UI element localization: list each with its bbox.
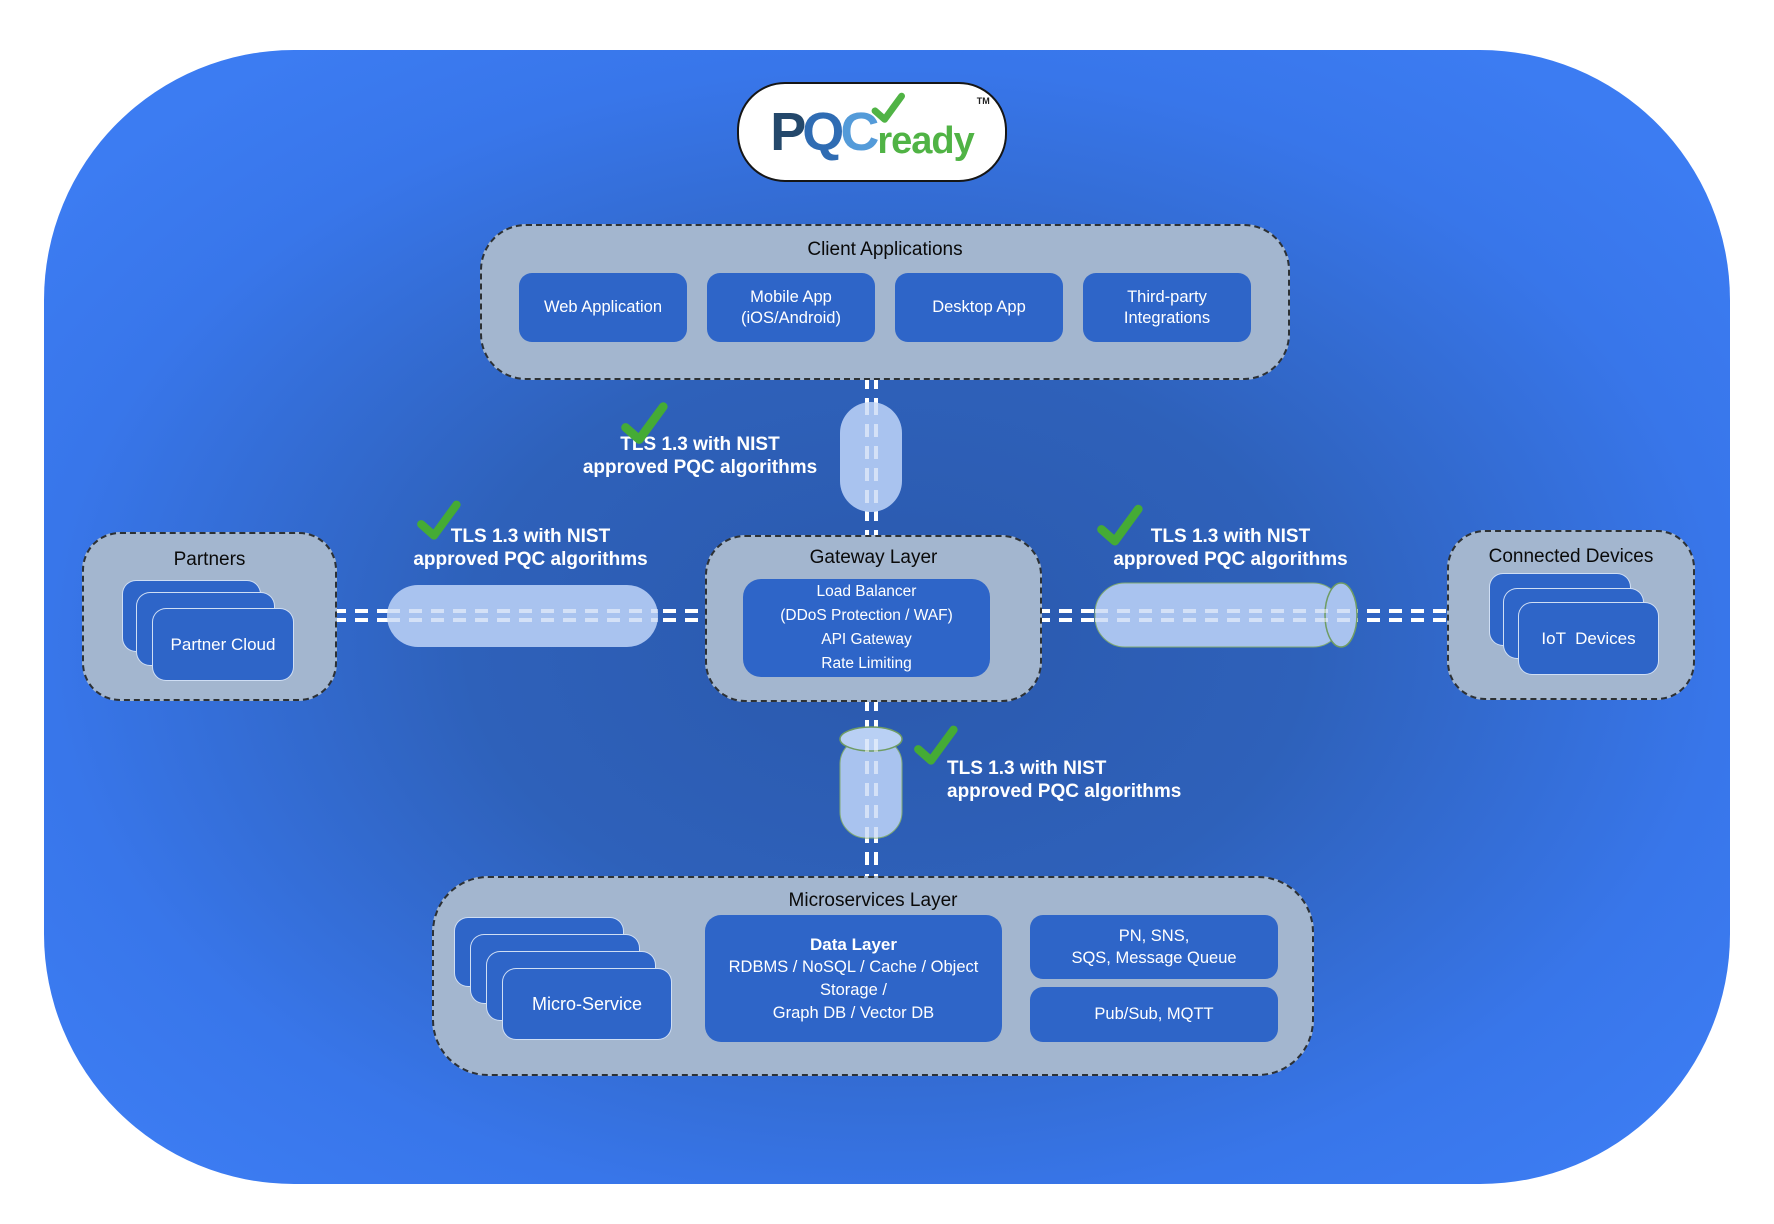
desktop-app-node: Desktop App [895, 273, 1063, 342]
message-queue-node: PN, SNS, SQS, Message Queue [1030, 915, 1278, 979]
tls-label-top: TLS 1.3 with NIST approved PQC algorithm… [575, 402, 825, 479]
microservices-layer-title: Microservices Layer [788, 890, 958, 911]
tls-label-left-line2: approved PQC algorithms [413, 549, 648, 570]
tls-label-bottom-line2: approved PQC algorithms [947, 781, 1182, 802]
logo-letter-c: C [840, 102, 879, 162]
tls-label-right-line1: TLS 1.3 with NIST [1150, 526, 1311, 547]
logo-ready-text: ready [877, 120, 974, 162]
pipe-top-vertical [840, 402, 902, 512]
web-application-node: Web Application [519, 273, 687, 342]
logo-letter-p: P [770, 102, 806, 162]
partner-cloud-node: Partner Cloud [152, 608, 294, 681]
pubsub-mqtt-node: Pub/Sub, MQTT [1030, 987, 1278, 1042]
logo-pill: PQC ready TM [737, 82, 1007, 182]
third-party-integrations-node: Third-party Integrations [1083, 273, 1251, 342]
tls-label-left-line1: TLS 1.3 with NIST [450, 526, 611, 547]
connected-devices-title: Connected Devices [1488, 546, 1654, 567]
logo-letter-q: Q [802, 102, 844, 162]
tls-check-icon-left [417, 500, 461, 540]
client-applications-container: Client Applications Web Application Mobi… [480, 224, 1290, 380]
tls-label-bottom: TLS 1.3 with NIST approved PQC algorithm… [914, 725, 1187, 803]
tls-label-right: TLS 1.3 with NIST approved PQC algorithm… [1097, 504, 1353, 571]
logo-pqc: PQC [770, 102, 879, 162]
partners-title: Partners [173, 549, 246, 570]
data-layer-node: Data Layer RDBMS / NoSQL / Cache / Objec… [705, 915, 1002, 1042]
gateway-layer-title: Gateway Layer [809, 547, 938, 568]
gateway-services-node: Load Balancer (DDoS Protection / WAF) AP… [743, 579, 990, 677]
tls-label-top-line2: approved PQC algorithms [582, 457, 818, 478]
client-applications-row: Web Application Mobile App (iOS/Android)… [482, 273, 1288, 342]
microservice-node: Micro-Service [502, 968, 672, 1040]
gateway-layer-container: Gateway Layer Load Balancer (DDoS Protec… [705, 535, 1042, 702]
data-layer-body: RDBMS / NoSQL / Cache / Object Storage /… [728, 957, 979, 1022]
logo-trademark: TM [976, 96, 990, 106]
tls-check-icon-right [1097, 504, 1143, 546]
tls-label-right-line2: approved PQC algorithms [1113, 549, 1348, 570]
iot-devices-node: IoT Devices [1518, 602, 1659, 675]
pipe-left-horizontal [387, 585, 658, 647]
pipe-right-cylinder [1094, 582, 1358, 648]
dashed-lines-inside-pipes [387, 402, 1357, 838]
tls-label-bottom-line1: TLS 1.3 with NIST [947, 758, 1107, 779]
tls-label-top-line1: TLS 1.3 with NIST [620, 434, 780, 455]
partners-container: Partners Partner Cloud [82, 532, 337, 701]
tls-label-left: TLS 1.3 with NIST approved PQC algorithm… [408, 500, 653, 571]
pipe-bottom-cylinder [839, 726, 903, 839]
connected-devices-container: Connected Devices IoT Devices [1447, 530, 1695, 700]
logo-check-icon [871, 92, 906, 123]
mobile-app-node: Mobile App (iOS/Android) [707, 273, 875, 342]
client-applications-title: Client Applications [807, 239, 963, 260]
tls-check-icon-bottom [914, 725, 958, 765]
logo-ready-group: ready TM [871, 92, 990, 162]
microservices-layer-container: Microservices Layer Micro-Service Data L… [432, 876, 1314, 1076]
tls-check-icon-top [621, 402, 668, 444]
data-layer-title: Data Layer [810, 934, 897, 954]
